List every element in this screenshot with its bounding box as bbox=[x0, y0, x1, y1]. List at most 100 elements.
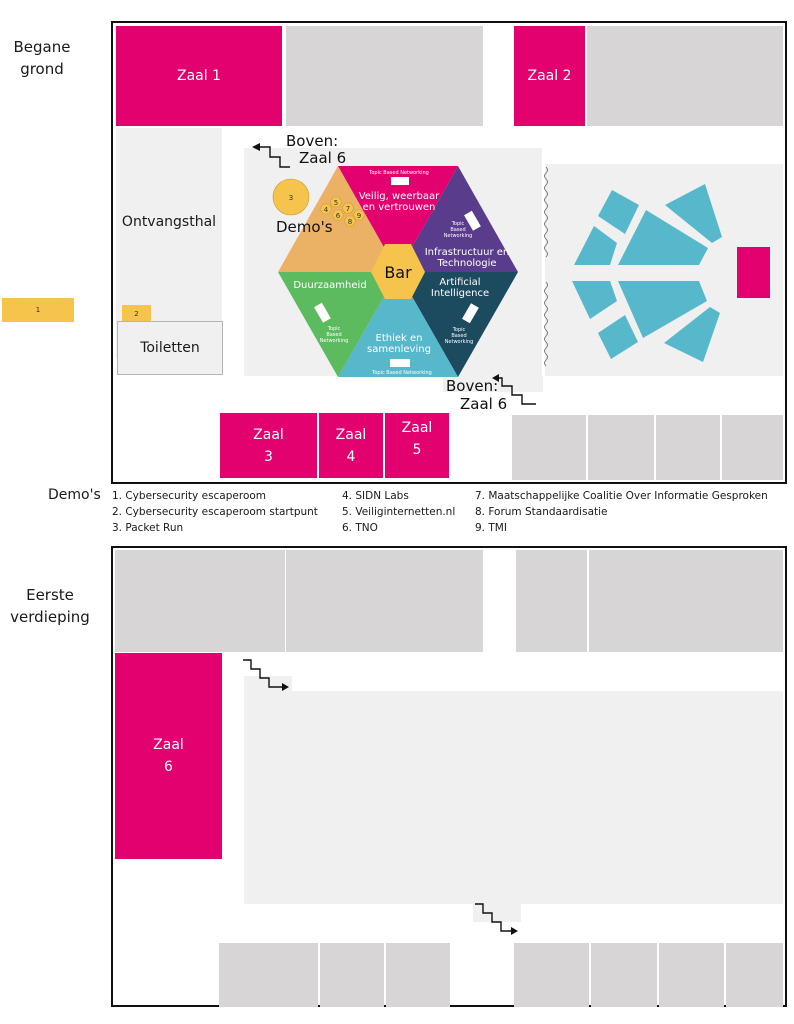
infra-label-2: Technologie bbox=[436, 258, 496, 269]
demo-3-label: 3 bbox=[289, 194, 293, 202]
seat-block-8[interactable] bbox=[664, 307, 720, 362]
tbn-top-table[interactable] bbox=[391, 177, 409, 185]
room-zaal-6[interactable]: Zaal 6 bbox=[115, 653, 222, 859]
demo-hex-6[interactable] bbox=[331, 209, 345, 221]
demo-hex-4[interactable] bbox=[319, 203, 333, 215]
room-zaal-1[interactable]: Zaal 1 bbox=[116, 26, 282, 126]
room-grey-ff-top-1 bbox=[115, 550, 285, 652]
ff-landing-bottom bbox=[473, 904, 521, 922]
demo-hex-8[interactable] bbox=[343, 215, 357, 227]
segment-ai[interactable] bbox=[398, 272, 518, 377]
room-grey-ff-top-3 bbox=[516, 550, 587, 652]
seat-block-1[interactable] bbox=[598, 190, 639, 234]
room-grey-bottom-4 bbox=[722, 415, 783, 480]
legend-item: 2. Cybersecurity escaperoom startpunt bbox=[112, 506, 318, 518]
room-grey-ff-bottom-7 bbox=[726, 943, 783, 1007]
legend-item: 1. Cybersecurity escaperoom bbox=[112, 490, 267, 502]
tbn-infra-label-1: Topic bbox=[451, 221, 465, 227]
tbn-infra-label-2: Based bbox=[450, 227, 465, 233]
bar[interactable] bbox=[371, 244, 425, 299]
room-grey-bottom-2 bbox=[588, 415, 654, 480]
demo-hex-6-label: 6 bbox=[336, 212, 341, 220]
segment-veilig[interactable] bbox=[338, 166, 458, 272]
tbn-infra-label-3: Networking bbox=[444, 233, 473, 239]
segment-duurzaamheid[interactable] bbox=[278, 272, 398, 377]
room-grey-ff-top-2 bbox=[286, 550, 483, 652]
legend-item: 3. Packet Run bbox=[112, 522, 184, 534]
demo-hex-8-label: 8 bbox=[348, 218, 352, 226]
ground-floor-overlay: Boven: Zaal 6 Bar 3 4 5 6 7 8 9 De bbox=[252, 132, 770, 413]
demo-hex-9-label: 9 bbox=[357, 212, 361, 220]
legend-item: 9. TMI bbox=[475, 522, 507, 534]
room-grey-ff-bottom-4 bbox=[514, 943, 589, 1007]
tbn-duurzaam-label-2: Based bbox=[326, 332, 341, 338]
demo-hex-9[interactable] bbox=[352, 209, 366, 221]
toiletten[interactable]: Toiletten bbox=[117, 321, 223, 375]
room-zaal-5[interactable]: Zaal 5 bbox=[385, 413, 449, 478]
demos-legend-col3: 7. Maatschappelijke Coalitie Over Inform… bbox=[475, 488, 768, 536]
legend-item: 4. SIDN Labs bbox=[342, 490, 409, 502]
demos-legend-title: Demo's bbox=[48, 487, 101, 503]
room-grey-top-2 bbox=[587, 26, 783, 126]
stairs-bottom-label-1: Boven: bbox=[446, 377, 498, 395]
first-floor-map: Zaal 6 bbox=[111, 546, 787, 1007]
seat-block-5[interactable] bbox=[572, 281, 617, 319]
demo-hex-7-label: 7 bbox=[346, 205, 350, 213]
legend-item: 6. TNO bbox=[342, 522, 378, 534]
ai-label-1: Artificial bbox=[439, 277, 480, 288]
tbn-infra-table[interactable] bbox=[464, 210, 481, 231]
room-zaal-2[interactable]: Zaal 2 bbox=[514, 26, 585, 126]
stairs-down-icon-2[interactable] bbox=[475, 903, 518, 935]
seat-block-6[interactable] bbox=[618, 281, 707, 338]
demo-3-circle[interactable] bbox=[272, 178, 310, 216]
floor-label-first: Eerste verdieping bbox=[10, 586, 90, 626]
stairs-up-icon[interactable] bbox=[252, 143, 290, 168]
tbn-duurzaam-label-1: Topic bbox=[327, 326, 341, 332]
stairs-up-icon-2[interactable] bbox=[492, 374, 536, 405]
tbn-bottom-table[interactable] bbox=[390, 359, 410, 367]
veilig-label-2: en vertrouwen bbox=[363, 202, 436, 213]
seat-block-7[interactable] bbox=[598, 315, 638, 359]
duurzaamheid-label: Duurzaamheid bbox=[293, 280, 366, 291]
stairs-top-label-1: Boven: bbox=[286, 132, 338, 150]
tbn-duurzaam-label-3: Networking bbox=[320, 338, 349, 344]
demo-marker-2[interactable]: 2 bbox=[122, 305, 151, 323]
stairs-down-icon[interactable] bbox=[243, 659, 289, 691]
floor-label-ground: Begane grond bbox=[13, 38, 71, 78]
seat-block-3[interactable] bbox=[618, 210, 708, 265]
tbn-ai-table[interactable] bbox=[462, 303, 479, 324]
segment-infrastructuur[interactable] bbox=[398, 166, 518, 272]
legend-item: 5. Veiliginternetten.nl bbox=[342, 506, 456, 518]
demo-marker-1[interactable]: 1 bbox=[2, 298, 74, 322]
ethiek-label-2: samenleving bbox=[367, 344, 431, 355]
first-floor-overlay bbox=[243, 659, 518, 935]
stairs-bottom-label-2: Zaal 6 bbox=[460, 395, 507, 413]
room-grey-ff-bottom-6 bbox=[659, 943, 724, 1007]
infra-label-1: Infrastructuur en bbox=[425, 247, 510, 258]
seat-block-4[interactable] bbox=[665, 184, 722, 243]
demos-legend-col1: 1. Cybersecurity escaperoom 2. Cybersecu… bbox=[112, 488, 318, 536]
tbn-top-label: Topic Based Networking bbox=[368, 170, 429, 176]
ontvangsthal[interactable]: Ontvangsthal 2 bbox=[116, 128, 222, 358]
tbn-bottom-label: Topic Based Networking bbox=[371, 370, 432, 376]
legend-item: 8. Forum Standaardisatie bbox=[475, 506, 608, 518]
seat-block-2[interactable] bbox=[574, 226, 617, 265]
bar-label: Bar bbox=[384, 263, 412, 282]
room-grey-bottom-1 bbox=[512, 415, 586, 480]
tbn-ai-label-2: Based bbox=[451, 333, 466, 339]
legend-item: 7. Maatschappelijke Coalitie Over Inform… bbox=[475, 490, 768, 502]
demo-hex-5[interactable] bbox=[329, 196, 343, 208]
stairs-landing bbox=[443, 376, 543, 392]
tbn-duurzaam-table[interactable] bbox=[314, 302, 331, 323]
ai-label-2: Intelligence bbox=[431, 288, 489, 299]
room-grey-top-1 bbox=[286, 26, 483, 126]
room-zaal-4[interactable]: Zaal 4 bbox=[319, 413, 383, 478]
ff-hall bbox=[244, 691, 783, 904]
room-zaal-3[interactable]: Zaal 3 bbox=[220, 413, 317, 478]
tbn-ai-label-3: Networking bbox=[445, 339, 474, 345]
demo-hex-7[interactable] bbox=[341, 202, 355, 214]
segment-ethiek[interactable] bbox=[338, 272, 458, 377]
tbn-ai-label-1: Topic bbox=[452, 327, 466, 333]
demo-hexes bbox=[319, 196, 366, 227]
stairs-top-label-2: Zaal 6 bbox=[299, 149, 346, 167]
